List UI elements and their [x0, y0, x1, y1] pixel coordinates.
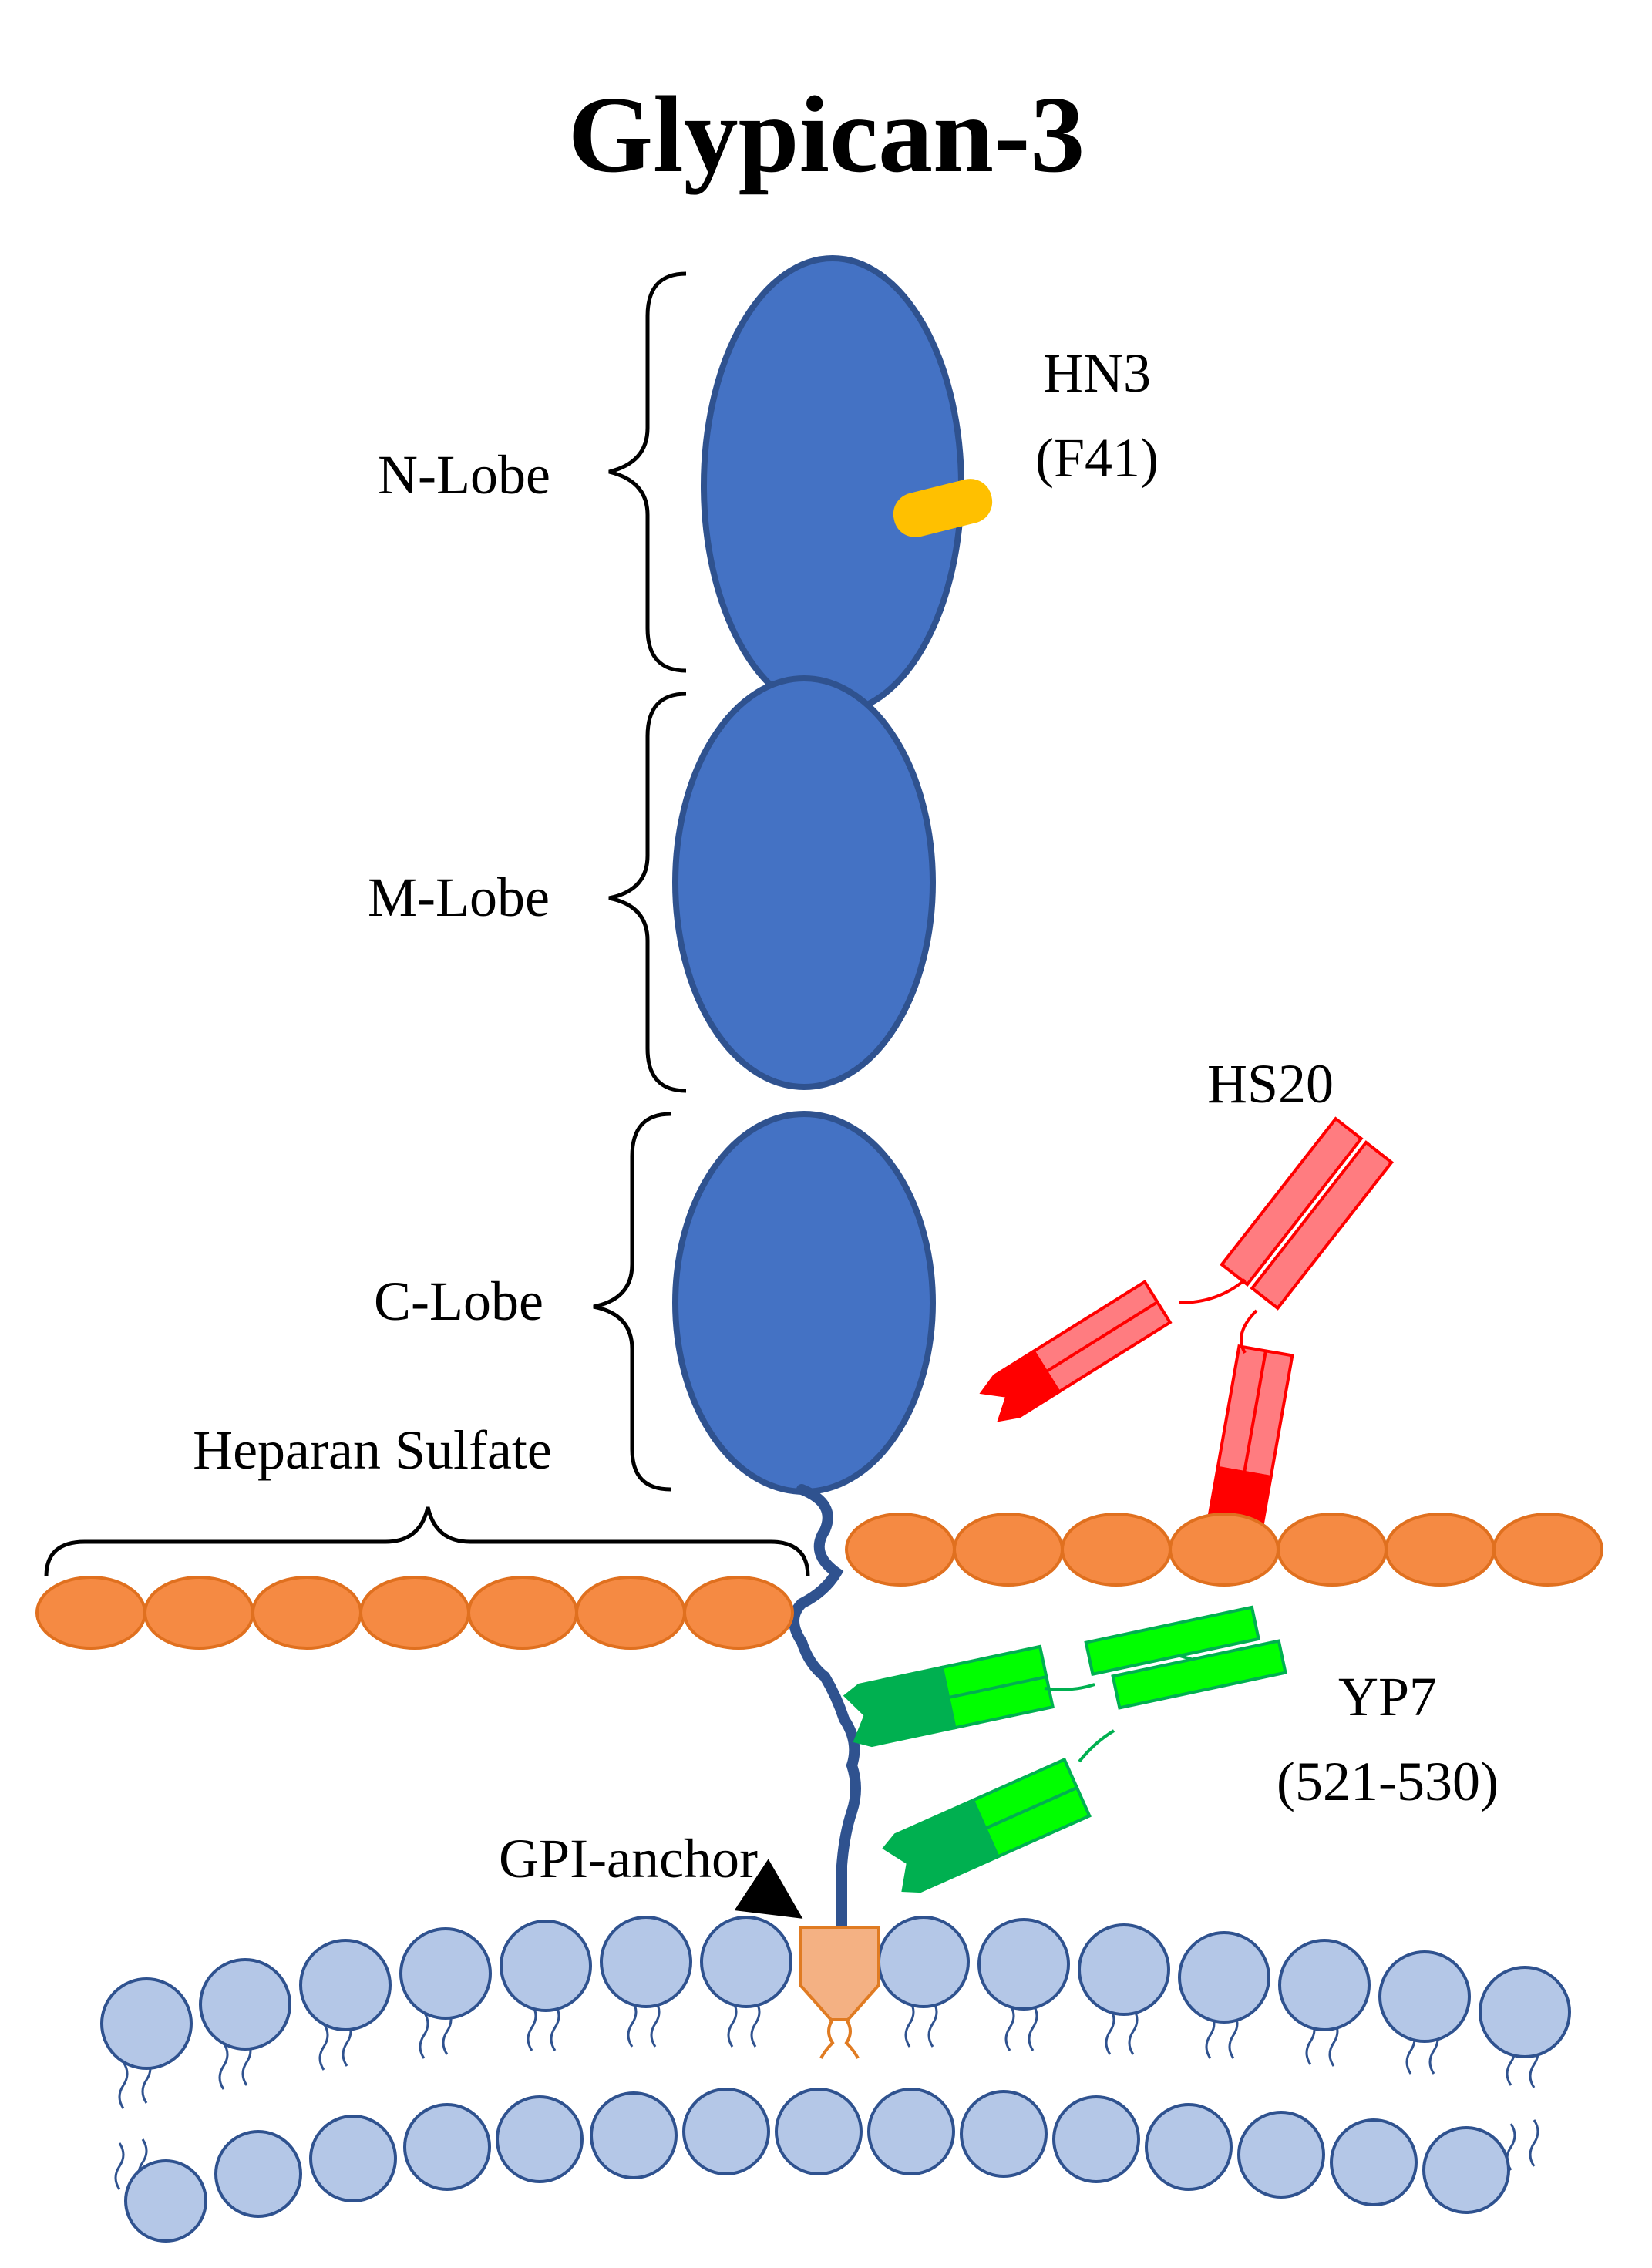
hn3-nanobody	[893, 479, 993, 537]
c-lobe-label: C-Lobe	[374, 1270, 543, 1332]
yp7-epitope-label: (521-530)	[1277, 1751, 1499, 1812]
heparan-sulfate-chain-left	[35, 1576, 794, 1650]
gpc3-linker-stalk	[789, 1484, 861, 1937]
gpi-anchor	[799, 1926, 880, 2059]
hs20-antibody	[979, 1116, 1394, 1554]
m-lobe-label: M-Lobe	[368, 866, 550, 928]
heparan-sulfate-chain-right	[845, 1513, 1603, 1587]
yp7-label: YP7	[1338, 1666, 1437, 1728]
n-lobe-label: N-Lobe	[378, 444, 550, 506]
gpi-anchor-label: GPI-anchor	[499, 1828, 758, 1889]
n-lobe-brace	[608, 271, 687, 673]
gpc3-protein	[672, 255, 964, 1495]
c-lobe-domain	[672, 1111, 936, 1495]
yp7-antibody	[843, 1605, 1287, 1893]
heparan-sulfate-label: Heparan Sulfate	[193, 1419, 552, 1481]
n-lobe-domain	[701, 255, 964, 716]
hn3-label: HN3	[1043, 342, 1151, 404]
m-lobe-brace	[608, 692, 687, 1093]
hs20-label: HS20	[1207, 1053, 1334, 1115]
membrane-outer-leaflet	[100, 1916, 1571, 2070]
hn3-epitope-label: (F41)	[1035, 427, 1159, 489]
gpi-anchor-arrow	[734, 1859, 803, 1919]
membrane-inner-leaflet	[124, 2088, 1510, 2243]
lobe-braces	[593, 271, 687, 1492]
m-lobe-domain	[672, 675, 936, 1090]
diagram-title: Glypican-3	[568, 73, 1085, 195]
membrane-lipid-tails	[114, 2000, 1539, 2190]
heparan-sulfate-brace	[44, 1506, 810, 1577]
c-lobe-brace	[593, 1112, 671, 1492]
